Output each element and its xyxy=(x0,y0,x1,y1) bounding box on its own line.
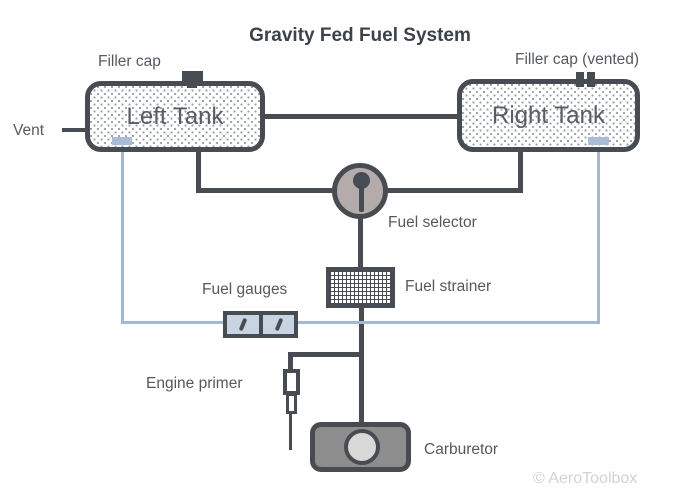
gauge-cross-wire xyxy=(121,321,600,324)
engine-primer-body-icon xyxy=(283,369,300,395)
left-sender-wire xyxy=(121,144,124,324)
left-tank-label: Left Tank xyxy=(126,102,224,130)
left-filler-cap-icon xyxy=(182,71,203,81)
right-tank-label: Right Tank xyxy=(492,101,605,129)
fuel-gauges-label: Fuel gauges xyxy=(202,281,288,298)
left-tank-outlet-pipe-horizontal xyxy=(196,188,334,193)
right-fuel-sender-icon xyxy=(588,137,609,145)
watermark: © AeroToolbox xyxy=(533,470,638,487)
filler-cap-right-label: Filler cap (vented) xyxy=(515,51,640,68)
strainer-to-carburetor-pipe xyxy=(359,305,364,424)
left-filler-cap-tab-icon xyxy=(187,81,197,88)
diagram-title: Gravity Fed Fuel System xyxy=(249,25,471,46)
right-tank-outlet-pipe-horizontal xyxy=(386,188,523,193)
fuel-gauge-left-needle-icon xyxy=(238,317,248,332)
selector-to-strainer-pipe xyxy=(358,214,363,268)
vent-label: Vent xyxy=(13,122,45,139)
primer-outlet-rod xyxy=(289,412,292,450)
fuel-strainer-icon xyxy=(326,267,395,308)
primer-branch-pipe-horizontal xyxy=(288,352,362,357)
left-tank: Left Tank xyxy=(85,81,265,152)
engine-primer-plunger-icon xyxy=(286,393,297,414)
right-tank: Right Tank xyxy=(457,79,640,152)
fuel-selector-handle-knob-icon xyxy=(353,172,370,189)
right-filler-cap-vent-bar-left-icon xyxy=(576,72,584,87)
filler-cap-left-label: Filler cap xyxy=(98,53,161,70)
fuel-gauge-left xyxy=(223,311,263,338)
right-filler-cap-vent-bar-right-icon xyxy=(587,72,595,87)
right-tank-outlet-pipe-vertical xyxy=(518,149,523,193)
left-tank-outlet-pipe-vertical xyxy=(196,149,201,193)
carburetor-float-chamber-icon xyxy=(344,429,380,465)
fuel-gauge-right-needle-icon xyxy=(274,317,283,332)
right-sender-wire xyxy=(597,143,600,324)
left-fuel-sender-icon xyxy=(112,137,132,145)
fuel-selector-handle-stem-icon xyxy=(359,182,364,212)
primer-branch-pipe-vertical xyxy=(288,352,293,372)
crossfeed-pipe xyxy=(262,114,460,119)
engine-primer-label: Engine primer xyxy=(146,375,243,392)
fuel-strainer-label: Fuel strainer xyxy=(405,278,492,295)
vent-pipe xyxy=(62,128,87,132)
carburetor-label: Carburetor xyxy=(424,441,499,458)
fuel-selector-label: Fuel selector xyxy=(388,214,477,231)
fuel-gauge-right xyxy=(259,311,298,338)
